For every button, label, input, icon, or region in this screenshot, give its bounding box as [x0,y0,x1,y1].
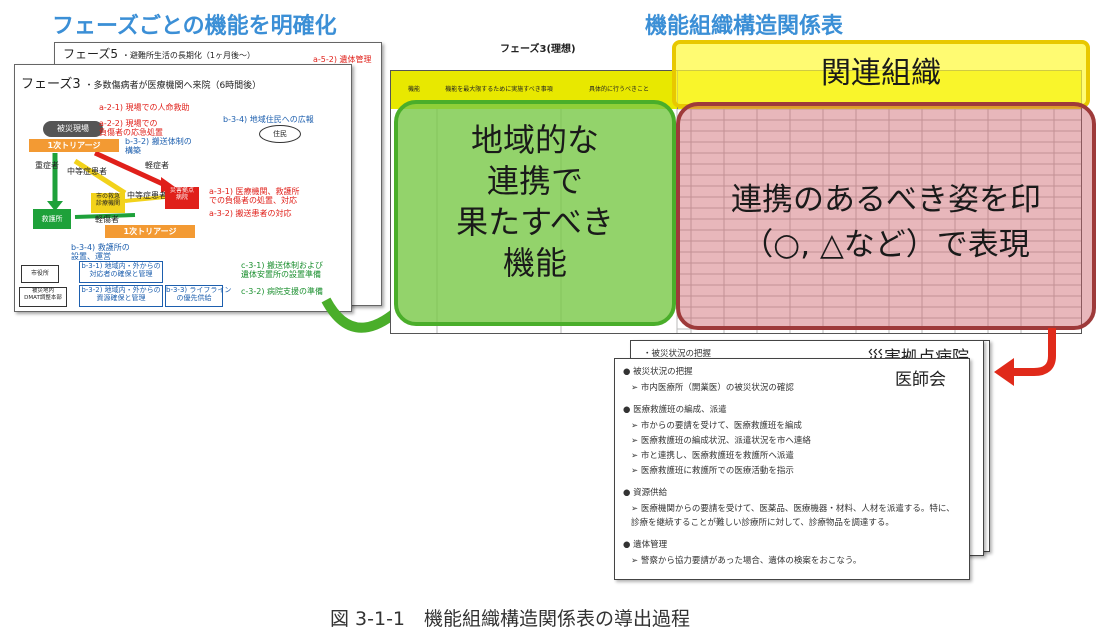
doc-line: ➢ 医療救護班に救護所での医療活動を指示 [631,466,794,476]
doc-label-medical: 医師会 [895,370,946,390]
red-text-4: a-3-2) 搬送患者の対応 [209,209,292,218]
green-overlay-line-4: 機能 [502,243,567,282]
doc-line: ➢ 警察から協力要請があった場合、遺体の検案をおこなう。 [631,556,862,566]
doc-line: ● 医療救護班の編成、派遣 [623,405,727,415]
doc-line: ➢ 市内医療所（開業医）の被災状況の確認 [631,383,794,393]
mild-label: 軽症者 [145,161,169,170]
green-overlay-line-2: 連携で [486,161,583,200]
doc-line: ● 遺体管理 [623,540,668,550]
severe-label: 重症者 [35,161,59,170]
triage1-bar: 1次トリアージ [29,139,119,152]
phase3-card: フェーズ3 ・多数傷病者が医療機関へ来院（6時間後） 被災現場 1次トリアージ … [14,64,352,312]
red-text-1: a-2-1) 現場での人命救助 [99,103,190,112]
box-resources: b-3-2) 地域内・外からの 資源確保と管理 [79,285,163,307]
pink-overlay-line-1: 連携のあるべき姿を印 [731,182,1041,218]
box-personnel: b-3-1) 地域内・外からの 対応者の確保と管理 [79,261,163,283]
doc-line: ● 被災状況の把握 [623,367,693,377]
arrow-to-local [73,158,127,196]
related-organizations-overlay: 関連組織 [672,40,1090,108]
phase3-subtitle: ・多数傷病者が医療機関へ来院（6時間後） [84,81,262,91]
residents-oval: 住民 [259,125,301,143]
doc-line: ➢ 医療機関からの要請を受けて、医薬品、医療機器・材料、人材を派遣する。特に、 [631,504,955,514]
doc-line: ➢ 市と連携し、医療救護班を救護所へ派遣 [631,451,794,461]
green-text-1: c-3-1) 搬送体制および 遺体安置所の設置準備 [241,261,324,280]
doc-back-line: ・被災状況の把握 [643,349,712,359]
doc-line: ➢ 医療救護班の編成状況、派遣状況を市へ連絡 [631,436,811,446]
box-lifeline: b-3-3) ライフライン の優先供給 [165,285,231,307]
doc-body: ● 被災状況の把握 ➢ 市内医療所（開業医）の被災状況の確認 ● 医療救護班の編… [623,365,955,568]
table-title: フェーズ3(理想) [500,44,576,55]
phase3-title: フェーズ3 [21,77,81,92]
blue-text-2: b-3-2) 搬送体制の 構築 [125,137,192,156]
figure-caption: 図 3-1-1 機能組織構造関係表の導出過程 [330,608,691,630]
ideal-collaboration-overlay: 連携のあるべき姿を印 （○, △など）で表現 [676,102,1096,330]
moderate-label: 中等症患者 [67,167,107,176]
dmat-hq-box: 被災地内 DMAT調整本部 [19,287,67,307]
disaster-hospital: 災害拠点 病院 [165,187,199,209]
arrow-to-disaster [93,150,167,188]
red-arrowhead [994,358,1014,386]
phase5-subtitle: ・避難所生活の長期化（1ヶ月後～） [121,51,255,60]
doc-front: 医師会 ● 被災状況の把握 ➢ 市内医療所（開業医）の被災状況の確認 ● 医療救… [614,358,970,580]
arrowhead-down-left [47,201,63,211]
red-text-3: a-3-1) 医療機関、救護所 での負傷者の処置、対応 [209,187,300,206]
city-hall-icon: 市役所 [21,265,59,283]
disaster-site-label: 被災現場 [43,121,103,137]
arrow-local-to-disaster [124,195,166,203]
green-text-2: c-3-2) 病院支援の準備 [241,287,324,296]
triage2-bar: 1次トリアージ [105,225,195,238]
light-label: 軽傷者 [95,215,119,224]
phase5-tag: a-5-2) 遺体管理 [313,55,372,64]
table-grid-lines [436,109,1081,333]
arrow-to-ward [74,213,136,219]
blue-text-1: b-3-4) 地域住民への広報 [223,115,314,124]
phase5-title: フェーズ5 [63,47,119,61]
doc-line: ➢ 市からの要請を受けて、医療救護班を編成 [631,421,802,431]
moderate2-label: 中等症患者 [127,191,167,200]
red-text-2: a-2-2) 現場での 負傷者の応急処置 [99,119,163,138]
pink-overlay-line-2: （○, △など）で表現 [742,226,1030,263]
phase3-flow-arrows [47,150,175,219]
green-overlay-line-3: 果たすべき [456,202,614,241]
hospital-ward: 救護所 [33,209,71,229]
doc-line: 診療を継続することが難しい診療所に対して、診療物品を調達する。 [631,518,894,528]
local-hospital: 市の救急 診療機関 [91,193,125,213]
right-heading: 機能組織構造関係表 [645,14,844,39]
red-arrow-body [1012,328,1056,376]
arrowhead-disaster [161,177,175,193]
red-curved-arrow [994,328,1056,386]
doc-line: ● 資源供給 [623,488,668,498]
blue-text-3: b-3-4) 救護所の 設置、運営 [71,243,130,262]
regional-function-overlay: 地域的な 連携で 果たすべき 機能 [394,100,676,326]
left-heading: フェーズごとの機能を明確化 [52,14,337,39]
green-overlay-line-1: 地域的な [470,121,599,159]
